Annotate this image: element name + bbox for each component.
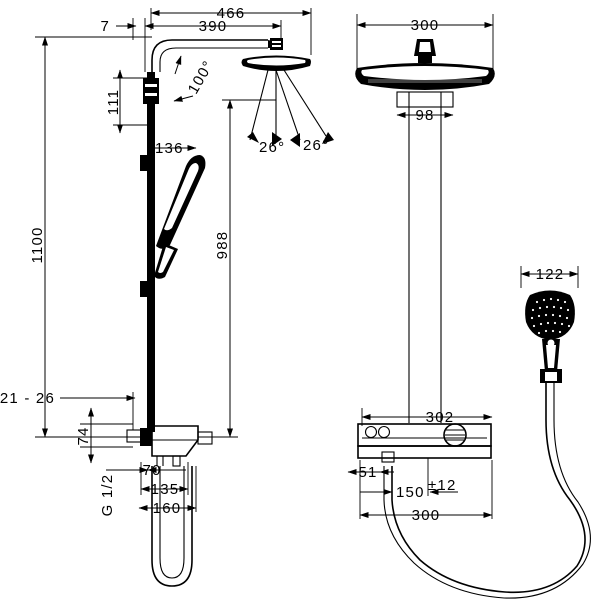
bracket-groove-2 [145,93,157,96]
dim-label-100deg: 100° [185,57,218,97]
hose-loop-outer [151,466,193,587]
knuckle-highlight [419,42,431,52]
disc-top-highlight [361,66,489,80]
overhead-head-highlight [247,57,306,66]
dim-label-390: 390 [199,18,228,35]
spray-angle-arrow-mid [272,132,282,146]
handshower-face-highlight [164,163,199,231]
joint-groove-2 [272,45,281,47]
valve-body-side [151,425,199,457]
hose-loop-inner [159,466,185,579]
dim-label-300-thermostat: 300 [412,507,441,524]
dim-label-26deg-left: 26° [259,139,285,156]
front-view-handshower: 122 [383,266,591,599]
handshower-hose-outer [391,383,586,594]
side-view-shower-column [126,38,334,587]
dim-label-7: 7 [100,18,110,35]
hose-clip [140,281,152,297]
spray-angle-arrow-right [322,132,334,144]
bracket-groove-1 [145,84,157,87]
thermostat-button-2[interactable] [377,425,391,439]
spray-pattern [249,69,327,141]
dim-label-160: 160 [153,500,182,517]
valve-wall-inlet [126,429,142,443]
overhead-jet-face [368,79,482,83]
shower-arm-inner [159,47,268,72]
angle-leader-100 [173,95,194,102]
spray-angle-arrow-mid2 [290,133,300,147]
dim-label-122: 122 [536,266,565,283]
dim-label-135: 135 [151,481,180,498]
wall-bracket [143,78,159,104]
shower-arm-outer [151,39,268,72]
dim-label-1100: 1100 [29,226,46,263]
thermostat-shelf-front [357,445,492,459]
dim-label-98: 98 [415,107,434,124]
handshower-hose-inner [383,383,591,599]
dim-label-51: 51 [358,464,377,481]
handshower-pivot [547,339,555,347]
coupling-inner [545,372,557,381]
riser-pipe [147,72,155,432]
temperature-handle[interactable] [443,423,467,447]
dim-label-300-overhead: 300 [411,17,440,34]
neck-highlight [546,345,556,368]
dim-label-g12: G 1/2 [99,474,116,517]
dim-label-150: 150 [396,484,425,501]
valve-riser-joint [140,428,152,446]
overhead-connector-block [396,91,454,108]
dim-label-111: 111 [105,89,122,115]
front-view-thermostat: 302 51 150 ±12 300 [347,408,493,524]
dim-label-466: 466 [217,5,246,22]
dim-label-150-tolerance: ±12 [428,477,457,494]
valve-hose-outlet [172,455,181,467]
dim-label-21-26: 21 - 26 [0,390,55,407]
dimension-set-side-view: 466 7 390 111 136 100° 26° 26° [0,5,329,517]
joint-groove-1 [272,41,281,43]
dim-label-26deg-right: 26° [303,137,329,154]
spray-angle-arrow-left [247,132,259,143]
dim-label-74: 74 [75,426,92,445]
hose-outlet-nipple [381,451,395,463]
handshower-slider [140,155,152,171]
dim-label-988: 988 [214,231,231,260]
dim-label-136: 136 [155,140,184,157]
handle-highlight [158,247,174,273]
dim-label-302: 302 [426,409,455,426]
angle-leader-100b [174,55,182,75]
dim-label-70: 70 [142,462,161,479]
handshower-spray-disc [525,290,575,340]
front-view-overhead-shower: 300 98 [355,14,495,423]
valve-outlet-side [197,431,213,445]
overhead-neck [418,54,432,63]
thermostat-body-front [357,423,492,447]
handshower-jet-dots [530,297,571,335]
thermostat-button-1[interactable] [364,425,378,439]
